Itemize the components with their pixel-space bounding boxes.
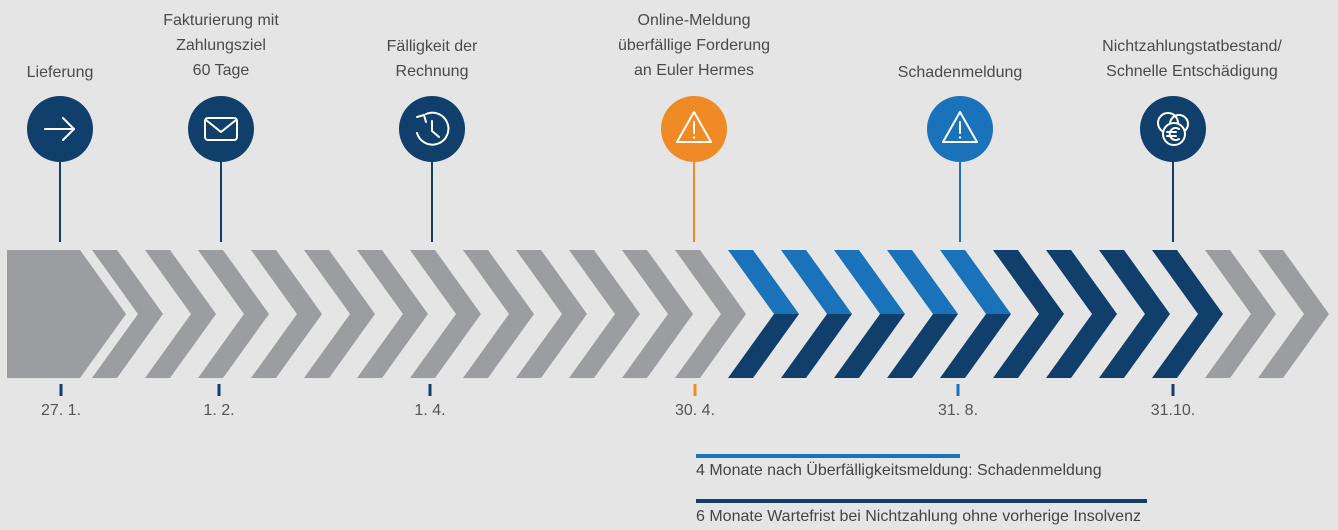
timeline-chevron-bottom-half (1152, 314, 1223, 378)
label-line: Fakturierung mit (163, 12, 279, 29)
timeline-chevron-bottom-half (781, 314, 852, 378)
milestone-date: 27. 1. (40, 402, 82, 419)
label-line: Schadenmeldung (897, 64, 1023, 81)
legend-text-wartefrist: 6 Monate Wartefrist bei Nichtzahlung ohn… (696, 508, 1141, 525)
legend-text-schadenmeldung: 4 Monate nach Überfälligkeitsmeldung: Sc… (696, 462, 1102, 479)
timeline-chevron (304, 250, 375, 378)
timeline-chevron (569, 250, 640, 378)
coins-euro-icon (1157, 112, 1189, 146)
timeline-chevron-bottom-half (728, 314, 799, 378)
warning-icon (942, 111, 978, 143)
timeline-chevron (622, 250, 693, 378)
label-line: an Euler Hermes (633, 62, 755, 79)
milestone-label-fakturierung: Fakturierung mit Zahlungsziel 60 Tage (163, 8, 279, 83)
milestone-circle (188, 96, 254, 162)
envelope-icon (204, 117, 238, 141)
milestone-label-lieferung: Lieferung (27, 60, 94, 85)
timeline-chevron-top-half (728, 250, 799, 314)
timeline-chevron (675, 250, 746, 378)
timeline-chevron (1258, 250, 1329, 378)
label-line: Schnelle Entschädigung (1106, 63, 1278, 80)
timeline-chevron (516, 250, 587, 378)
timeline-chevron-bottom-half (1046, 314, 1117, 378)
label-line: Nichtzahlungstatbestand/ (1102, 38, 1282, 55)
timeline-chevron (1205, 250, 1276, 378)
label-line: Fälligkeit der (386, 38, 478, 55)
label-line: Zahlungsziel (176, 37, 266, 54)
label-line: überfällige Forderung (617, 37, 771, 54)
timeline-chevron-bottom-half (1099, 314, 1170, 378)
label-line: 60 Tage (192, 62, 250, 79)
timeline-chevron-top-half (887, 250, 958, 314)
milestone-date: 31.10. (1150, 402, 1196, 419)
milestone-label-schadenmeldung: Schadenmeldung (898, 60, 1023, 85)
label-line: Rechnung (395, 63, 469, 80)
timeline-chevron (251, 250, 322, 378)
timeline-chevron-top-half (1046, 250, 1117, 314)
timeline-chevron (92, 250, 163, 378)
timeline-start-block (7, 250, 126, 378)
legend-bar-light-blue (696, 454, 960, 458)
milestone-date: 31. 8. (937, 402, 979, 419)
warning-icon (676, 111, 712, 143)
milestone-date: 1. 4. (414, 402, 446, 419)
timeline-chevron-bottom-half (940, 314, 1011, 378)
milestone-date: 1. 2. (203, 402, 235, 419)
timeline-chevron-top-half (781, 250, 852, 314)
timeline-chevron-top-half (993, 250, 1064, 314)
arrow-right-icon (44, 117, 75, 141)
timeline-chevron (463, 250, 534, 378)
clock-icon (416, 111, 450, 146)
label-line: Lieferung (26, 64, 94, 81)
timeline-chevron-bottom-half (993, 314, 1064, 378)
milestone-label-faelligkeit: Fälligkeit der Rechnung (387, 34, 478, 84)
timeline-chevron (145, 250, 216, 378)
timeline-chevron-bottom-half (887, 314, 958, 378)
timeline-chevron (198, 250, 269, 378)
timeline-chevron (410, 250, 481, 378)
legend-bar-dark-blue (696, 499, 1147, 503)
timeline-chevron-top-half (834, 250, 905, 314)
timeline-chevron (357, 250, 428, 378)
timeline-chevron-top-half (940, 250, 1011, 314)
milestone-label-online-meldung: Online-Meldung überfällige Forderung an … (618, 8, 770, 83)
label-line: Online-Meldung (637, 12, 751, 29)
milestone-date: 30. 4. (674, 402, 716, 419)
timeline-chevron-bottom-half (834, 314, 905, 378)
milestone-label-nichtzahlung: Nichtzahlungstatbestand/ Schnelle Entsch… (1102, 34, 1282, 84)
timeline-chevron-top-half (1099, 250, 1170, 314)
timeline-chevron-top-half (1152, 250, 1223, 314)
